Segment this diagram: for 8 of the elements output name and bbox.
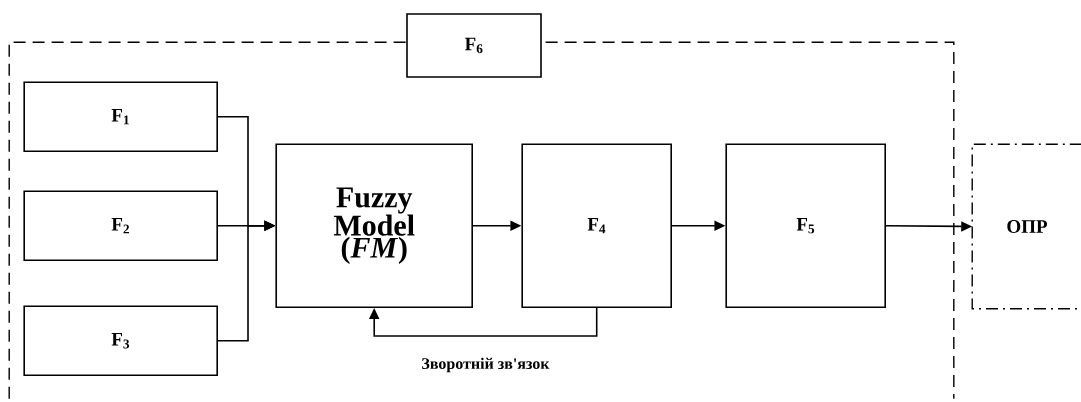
model-box: Fuzzy Model (FM): [275, 143, 473, 308]
arrow: [368, 307, 598, 337]
block-box: F$_{5}$: [725, 143, 886, 308]
block-box: F$_{2}$: [23, 190, 218, 261]
block-box: F$_{1}$: [23, 81, 218, 152]
block-box: F$_{4}$: [521, 143, 672, 308]
block-box: F$_{3}$: [23, 305, 218, 376]
block-box: F$_{6}$: [406, 13, 542, 78]
